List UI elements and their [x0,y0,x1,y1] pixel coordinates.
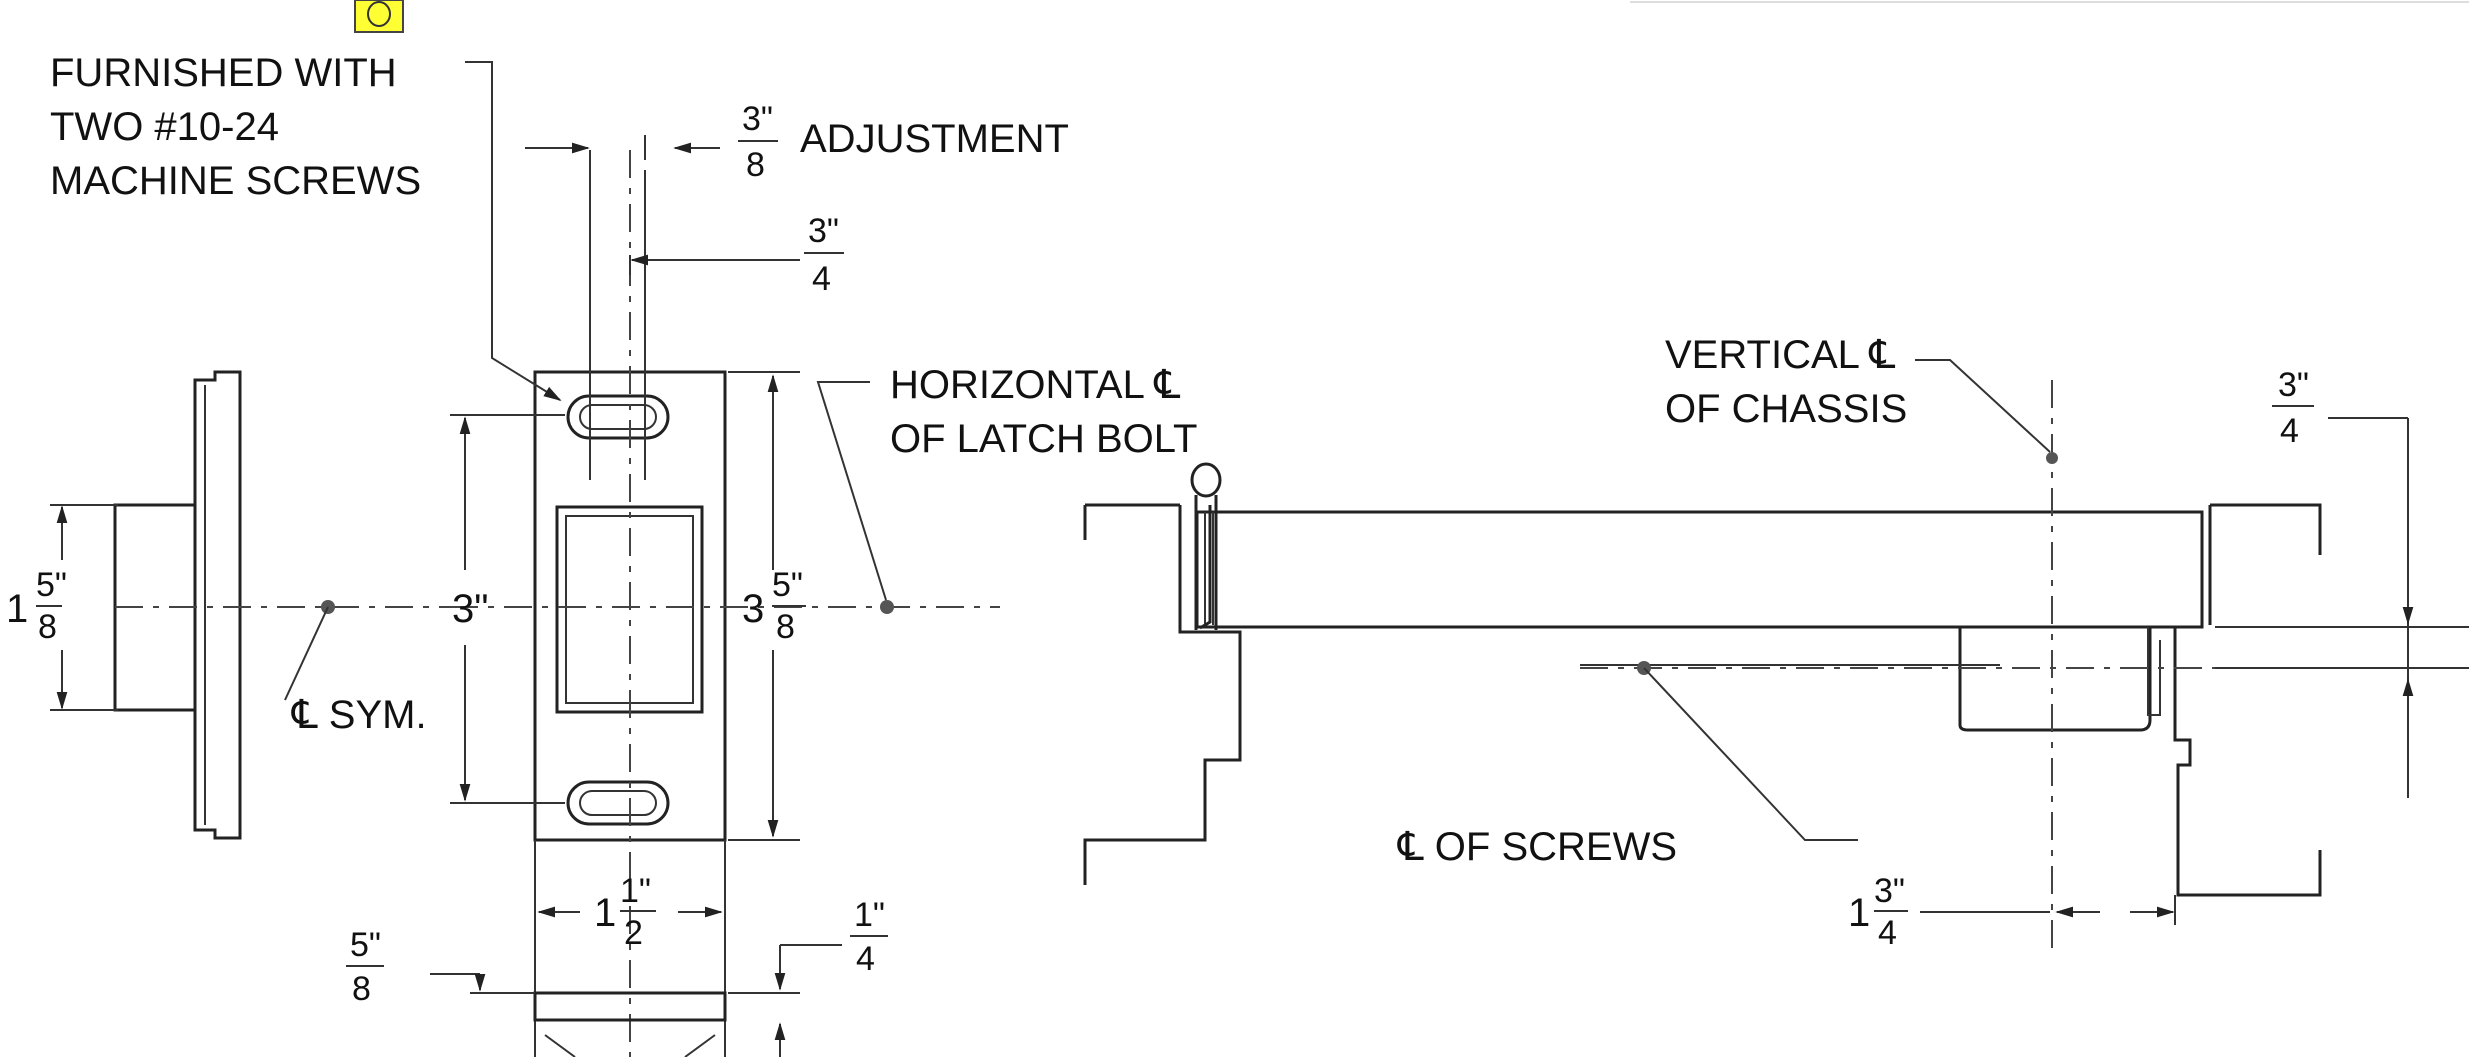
screws-note-line2: TWO #10-24 [50,105,279,149]
dimension-slot-3-4: 3" 4 [629,212,844,298]
dim-backset-whole: 1 [1848,891,1870,935]
dim-backset-num: 3" [1874,872,1905,910]
upper-screw-slot [566,394,670,440]
vertical-note-line1: VERTICAL ℄ [1665,333,1896,377]
dim-width-num: 1" [620,872,651,910]
latch-center-dot [880,600,894,614]
dim-adjust-num: 3" [742,100,773,138]
dim-quarter-den: 4 [856,940,875,978]
dim-adjust-den: 8 [746,146,765,184]
chassis-center-dot [2046,452,2058,464]
screws-note-line3: MACHINE SCREWS [50,159,421,203]
dim-overall-whole: 3 [742,587,764,631]
dimension-backset-1-3-4: 1 3" 4 [1848,872,2176,952]
dim-five-eighths-num: 5" [350,926,381,964]
screws-cl-leader [1643,667,1858,841]
annotation-marker-icon[interactable] [354,0,404,33]
dim-center-value: 3" [452,587,488,631]
screws-leader [465,61,562,401]
dimension-width-1-1-2: 1 1" 2 [537,872,723,952]
horizontal-cl-leader [816,381,887,601]
dim-width-den: 2 [624,914,643,952]
dim-height-num: 5" [36,566,67,604]
dimension-overall-3-5-8: 3 5" 8 [728,371,806,841]
dim-quarter-num: 1" [854,896,885,934]
dimension-adjustment-3-8: 3" 8 ADJUSTMENT [525,100,1069,184]
dim-slot-num: 3" [808,212,839,250]
dimension-height-1-5-8: 1 5" 8 [6,504,118,711]
sym-label: ℄ SYM. [291,693,427,737]
dim-right-den: 4 [2280,412,2299,450]
screws-note-line1: FURNISHED WITH [50,51,397,95]
dim-height-den: 8 [38,608,57,646]
dim-overall-num: 5" [772,566,803,604]
strike-front-view [533,150,727,1057]
dimension-five-eighths: 5" 8 [346,926,535,1008]
dim-right-num: 3" [2278,366,2309,404]
dim-overall-den: 8 [776,608,795,646]
dim-backset-den: 4 [1878,914,1897,952]
adjustment-label: ADJUSTMENT [800,117,1069,161]
dimension-quarter: 1" 4 [728,896,888,1057]
dim-height-whole: 1 [6,587,28,631]
dimension-center-3: 3" [450,414,565,804]
dimension-right-3-4: 3" 4 [2215,366,2469,798]
dim-width-whole: 1 [594,891,616,935]
vertical-note-line2: OF CHASSIS [1665,387,1907,431]
horizontal-note-line2: OF LATCH BOLT [890,417,1197,461]
latch-chassis-view [1083,462,2322,897]
vertical-cl-leader [1915,359,2051,453]
horizontal-note-line1: HORIZONTAL ℄ [890,363,1180,407]
strike-side-view [113,370,242,840]
screws-cl-label: ℄ OF SCREWS [1397,825,1677,869]
dim-five-eighths-den: 8 [352,970,371,1008]
dim-slot-den: 4 [812,260,831,298]
lower-screw-slot [566,780,670,826]
